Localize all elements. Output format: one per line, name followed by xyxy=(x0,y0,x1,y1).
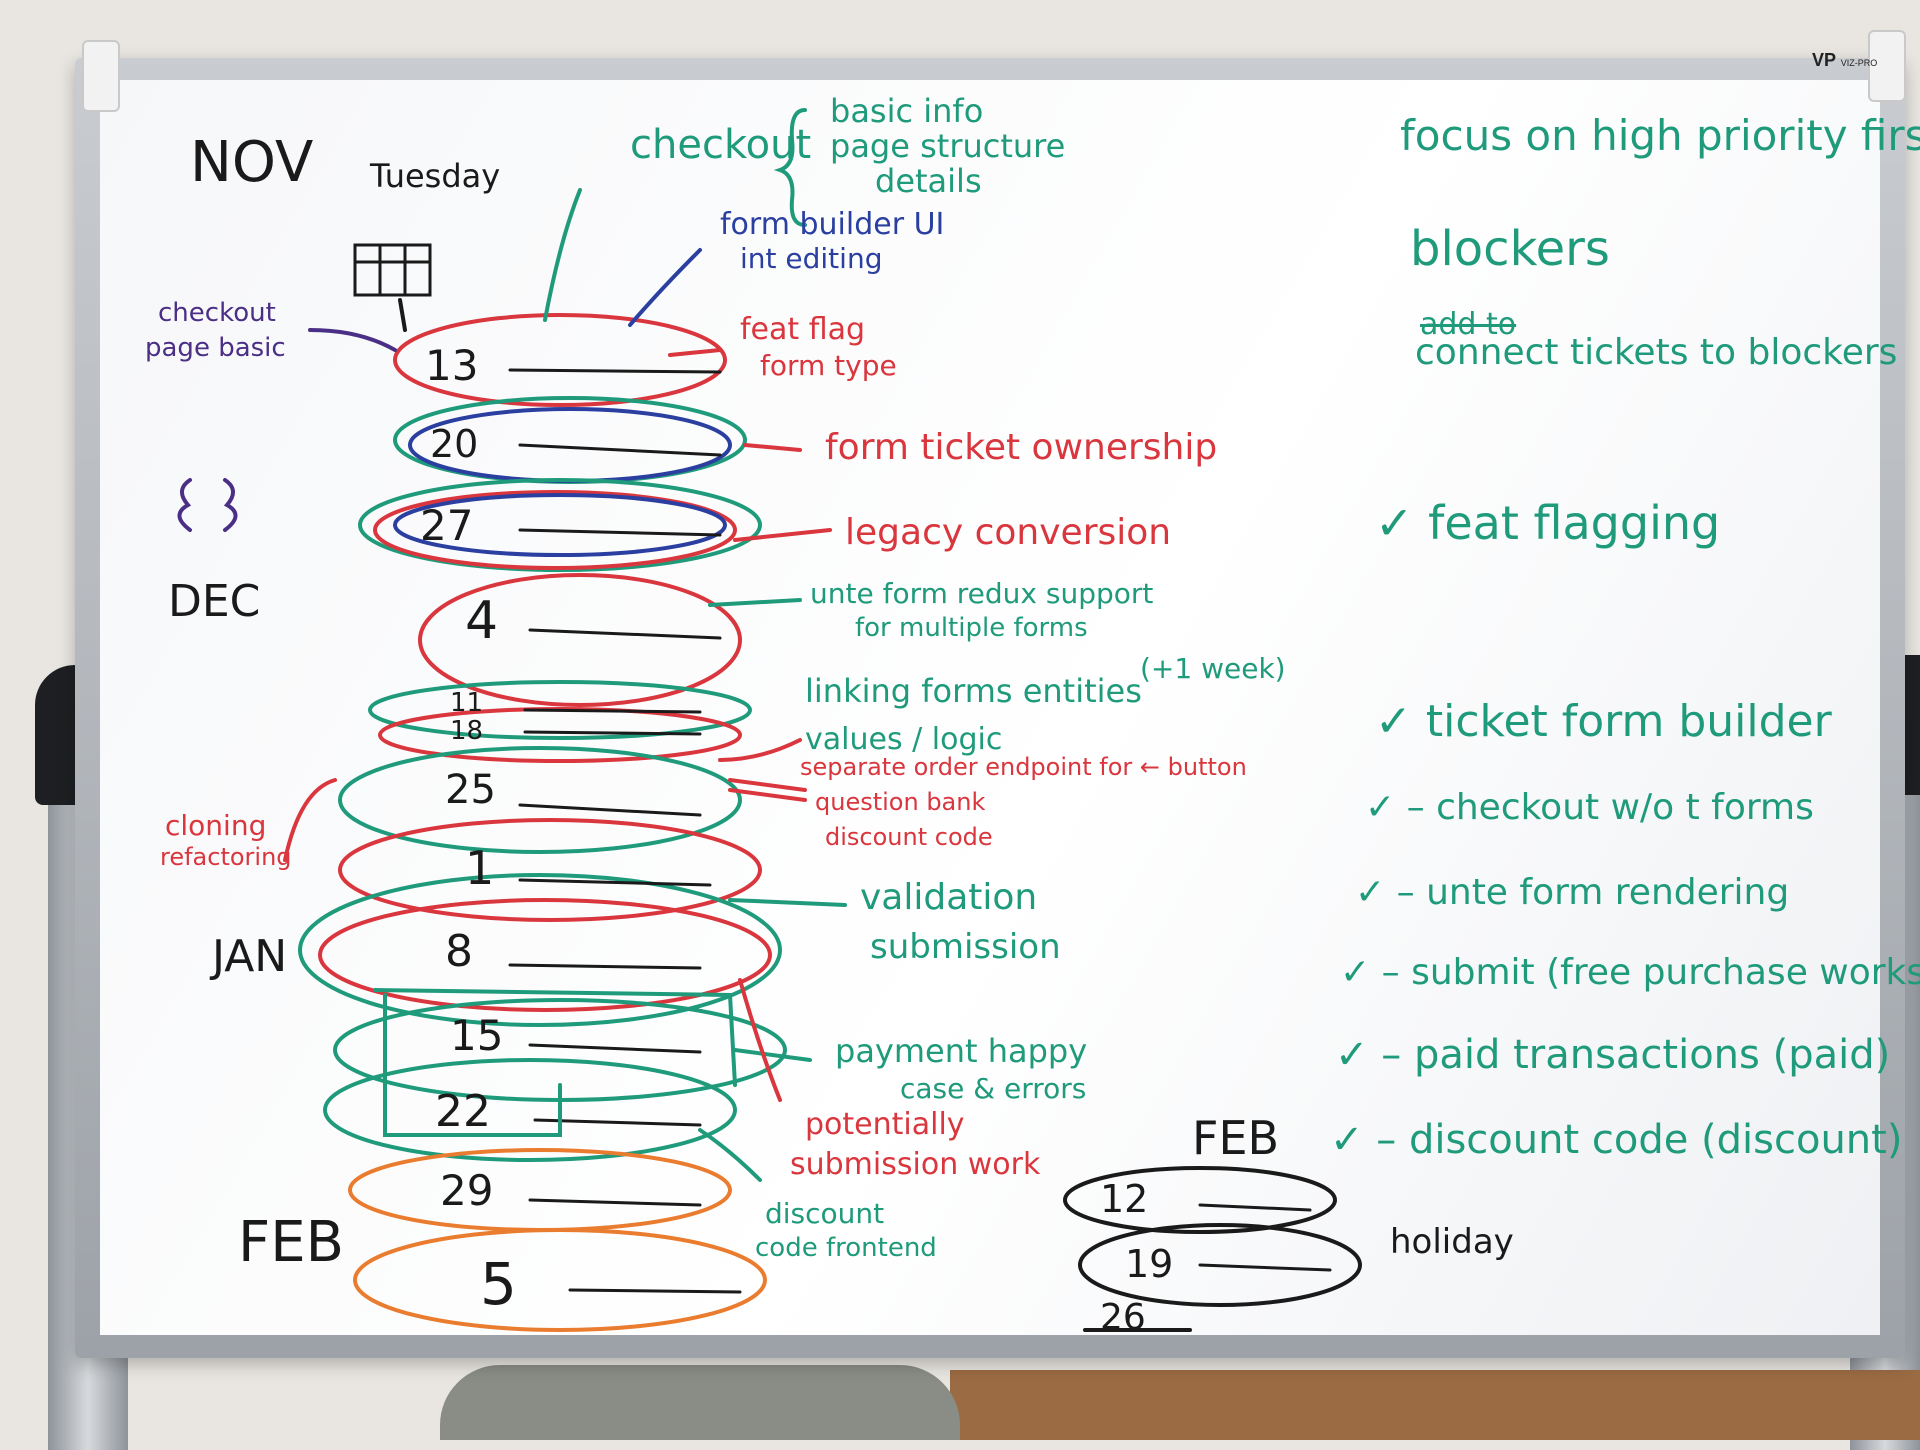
timeline-note: separate order endpoint for ← button xyxy=(800,753,1247,781)
ring-4 xyxy=(418,573,742,707)
ring-feb-12 xyxy=(1063,1166,1337,1234)
ring-22 xyxy=(323,1058,737,1162)
timeline-note: case & errors xyxy=(900,1072,1087,1105)
timeline-note: validation xyxy=(860,877,1038,918)
note-checkout-left: checkout xyxy=(158,298,276,328)
timeline-note: potentially xyxy=(805,1107,965,1142)
ring-27b xyxy=(373,490,737,570)
ring-1 xyxy=(338,818,762,922)
date-item: 27 xyxy=(420,501,474,550)
board-clip-right xyxy=(1868,30,1906,102)
month-nov: NOV xyxy=(190,130,314,195)
note-page-structure: page structure xyxy=(830,127,1066,165)
ring-13 xyxy=(393,313,727,407)
ring-27 xyxy=(358,478,762,572)
timeline-note: question bank xyxy=(815,788,986,816)
check-icon: ✓ – xyxy=(1335,1032,1414,1078)
timeline-note: unte form redux support xyxy=(810,577,1154,610)
timeline-note: code frontend xyxy=(755,1233,937,1263)
checklist-item: ✓ – paid transactions (paid) xyxy=(1335,1032,1891,1078)
date-item: 20 xyxy=(430,422,479,466)
timeline-note: (+1 week) xyxy=(1140,652,1286,685)
wooden-floor xyxy=(950,1370,1920,1440)
check-icon: ✓ – xyxy=(1365,787,1437,828)
note-blockers: blockers xyxy=(1410,221,1610,277)
date-item: 8 xyxy=(445,926,473,977)
timeline-note: form ticket ownership xyxy=(825,427,1218,468)
note-form-builder-ui: form builder UI xyxy=(720,207,945,242)
check-icon: ✓ – xyxy=(1355,872,1427,913)
holiday-label: holiday xyxy=(1390,1222,1514,1262)
note-cloning: cloning xyxy=(165,809,267,842)
weekday-label: Tuesday xyxy=(370,157,501,195)
timeline-note: submission xyxy=(870,927,1061,967)
feb-date-26: 26 xyxy=(1100,1297,1146,1338)
ring-8 xyxy=(318,898,772,1012)
timeline-note: discount code xyxy=(825,823,993,851)
date-item: 15 xyxy=(450,1011,504,1060)
date-item: 1 xyxy=(465,841,495,895)
timeline-note: feat flag xyxy=(740,312,866,347)
timeline-note: for multiple forms xyxy=(855,613,1088,643)
checklist-item: ✓ – discount code (discount) xyxy=(1330,1117,1903,1163)
ring-11 xyxy=(368,680,752,740)
note-add-to: add to xyxy=(1420,307,1517,342)
timeline-note: values / logic xyxy=(805,722,1003,757)
ring-5 xyxy=(353,1228,767,1332)
timeline-note: legacy conversion xyxy=(845,512,1172,553)
ring-29 xyxy=(348,1148,732,1232)
check-icon: ✓ – xyxy=(1330,1117,1409,1163)
feb-date-19: 19 xyxy=(1125,1242,1174,1286)
ring-8b xyxy=(298,873,782,1027)
timeline-note: submission work xyxy=(790,1147,1041,1182)
note-connect-tickets: connect tickets to blockers xyxy=(1415,332,1898,373)
board-clip-left xyxy=(82,40,120,112)
note-page-basic: page basic xyxy=(145,333,286,363)
check-icon: ✓ xyxy=(1375,496,1429,550)
date-item: 5 xyxy=(480,1250,517,1318)
note-focus: focus on high priority first xyxy=(1400,111,1920,160)
date-item: 22 xyxy=(435,1086,491,1137)
note-int-editing: int editing xyxy=(740,242,883,275)
check-icon: ✓ – xyxy=(1340,952,1412,993)
check-icon: ✓ xyxy=(1375,696,1426,747)
timeline-note: discount xyxy=(765,1197,885,1230)
month-feb: FEB xyxy=(238,1210,345,1275)
chair xyxy=(440,1365,960,1440)
date-item: 11 xyxy=(450,688,484,718)
checklist-item: ✓ – checkout w/o t forms xyxy=(1365,787,1814,828)
checklist-item: ✓ – submit (free purchase works) xyxy=(1340,952,1920,993)
date-item: 18 xyxy=(450,716,484,746)
note-feat-flagging: ✓ feat flagging xyxy=(1375,496,1721,550)
timeline-note: form type xyxy=(760,349,897,382)
date-item: 4 xyxy=(465,591,499,651)
feb-date-12: 12 xyxy=(1100,1177,1149,1221)
checklist-item: ✓ – unte form rendering xyxy=(1355,872,1790,913)
date-item: 25 xyxy=(445,767,496,813)
month-feb-right: FEB xyxy=(1192,1111,1280,1165)
month-jan: JAN xyxy=(212,931,288,982)
timeline-note: linking forms entities xyxy=(805,672,1142,710)
whiteboard-surface xyxy=(100,80,1880,1335)
note-ticket-form-builder: ✓ ticket form builder xyxy=(1375,696,1832,747)
note-refactoring: refactoring xyxy=(160,843,292,871)
date-item: 13 xyxy=(425,341,479,390)
note-checkout-top: checkout xyxy=(630,122,812,168)
date-item: 29 xyxy=(440,1166,494,1215)
brand-logo: VP VIZ-PRO xyxy=(1812,50,1878,70)
ring-feb-19 xyxy=(1078,1223,1362,1307)
month-dec: DEC xyxy=(168,576,261,627)
note-details: details xyxy=(875,162,982,200)
timeline-note: payment happy xyxy=(835,1032,1088,1070)
note-basic-info: basic info xyxy=(830,92,984,130)
ring-25 xyxy=(338,746,742,854)
ring-27c xyxy=(393,493,727,557)
